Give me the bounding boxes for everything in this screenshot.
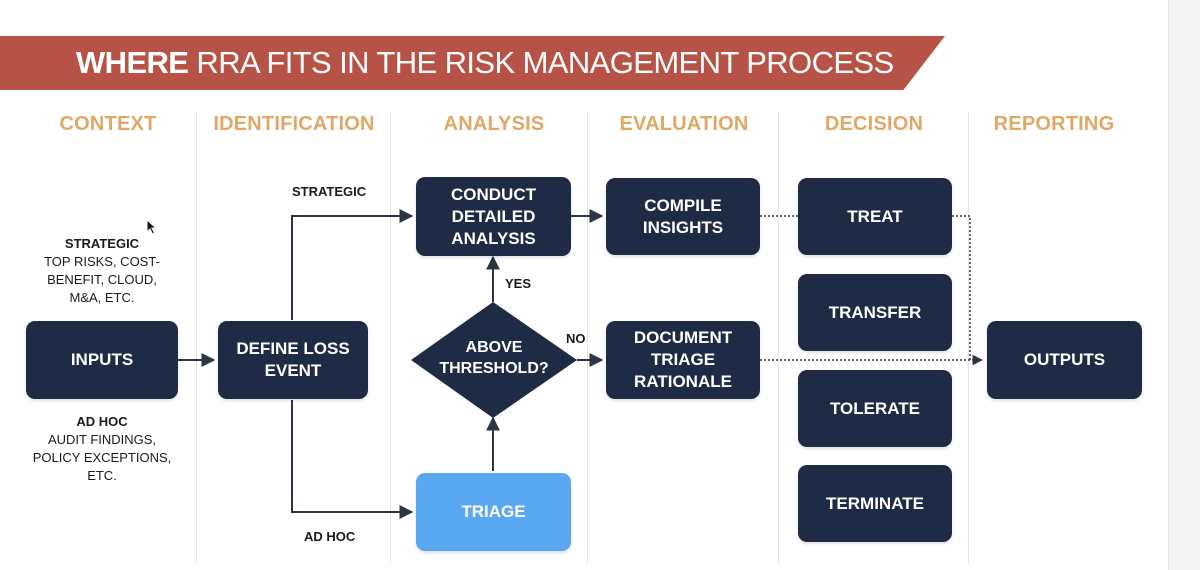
title-bold: WHERE (76, 45, 189, 80)
compile-insights-node[interactable]: COMPILE INSIGHTS (606, 178, 760, 255)
strategic-heading: STRATEGIC (64, 236, 140, 251)
transfer-node[interactable]: TRANSFER (798, 274, 952, 351)
edge-label-no: NO (566, 331, 586, 346)
inputs-node[interactable]: INPUTS (26, 321, 178, 399)
title-banner: WHERE RRA FITS IN THE RISK MANAGEMENT PR… (0, 36, 945, 90)
edge-label-strategic: STRATEGIC (292, 184, 367, 199)
column-heading-context: CONTEXT (59, 113, 157, 135)
edge-label-yes: YES (505, 276, 532, 291)
terminate-node[interactable]: TERMINATE (798, 465, 952, 542)
mouse-cursor-icon (146, 219, 158, 235)
column-heading-analysis: ANALYSIS (443, 113, 545, 135)
edge-define-adhoc (291, 400, 414, 519)
column-heading-identification: IDENTIFICATION (213, 113, 375, 135)
adhoc-heading: AD HOC (76, 414, 128, 429)
edge-define-strategic (291, 209, 414, 320)
tolerate-node[interactable]: TOLERATE (798, 370, 952, 447)
column-divider (196, 112, 197, 564)
column-divider (968, 112, 969, 564)
document-triage-node[interactable]: DOCUMENT TRIAGE RATIONALE (606, 321, 760, 399)
treat-node[interactable]: TREAT (798, 178, 952, 255)
triage-node[interactable]: TRIAGE (416, 473, 571, 551)
strategic-text: TOP RISKS, COST- BENEFIT, CLOUD, M&A, ET… (44, 254, 160, 305)
column-divider (390, 112, 391, 564)
decision-diamond (411, 302, 577, 418)
column-divider (587, 112, 588, 564)
conduct-analysis-node[interactable]: CONDUCT DETAILED ANALYSIS (416, 177, 571, 256)
slide-title: WHERE RRA FITS IN THE RISK MANAGEMENT PR… (76, 36, 894, 90)
adhoc-text: AUDIT FINDINGS, POLICY EXCEPTIONS, ETC. (32, 432, 172, 483)
strategic-inputs-note: STRATEGIC TOP RISKS, COST- BENEFIT, CLOU… (20, 235, 184, 307)
edge-treat-outputs (952, 215, 971, 360)
column-heading-decision: DECISION (824, 113, 924, 135)
above-threshold-text: ABOVE THRESHOLD? (439, 339, 549, 377)
outputs-node[interactable]: OUTPUTS (987, 321, 1142, 399)
edge-label-adhoc: AD HOC (304, 529, 356, 544)
adhoc-inputs-note: AD HOC AUDIT FINDINGS, POLICY EXCEPTIONS… (16, 413, 188, 485)
window-edge (1168, 0, 1200, 570)
define-loss-event-node[interactable]: DEFINE LOSS EVENT (218, 321, 368, 399)
column-heading-evaluation: EVALUATION (619, 113, 749, 135)
column-divider (778, 112, 779, 564)
column-heading-reporting: REPORTING (993, 113, 1115, 135)
title-rest: RRA FITS IN THE RISK MANAGEMENT PROCESS (196, 45, 894, 80)
